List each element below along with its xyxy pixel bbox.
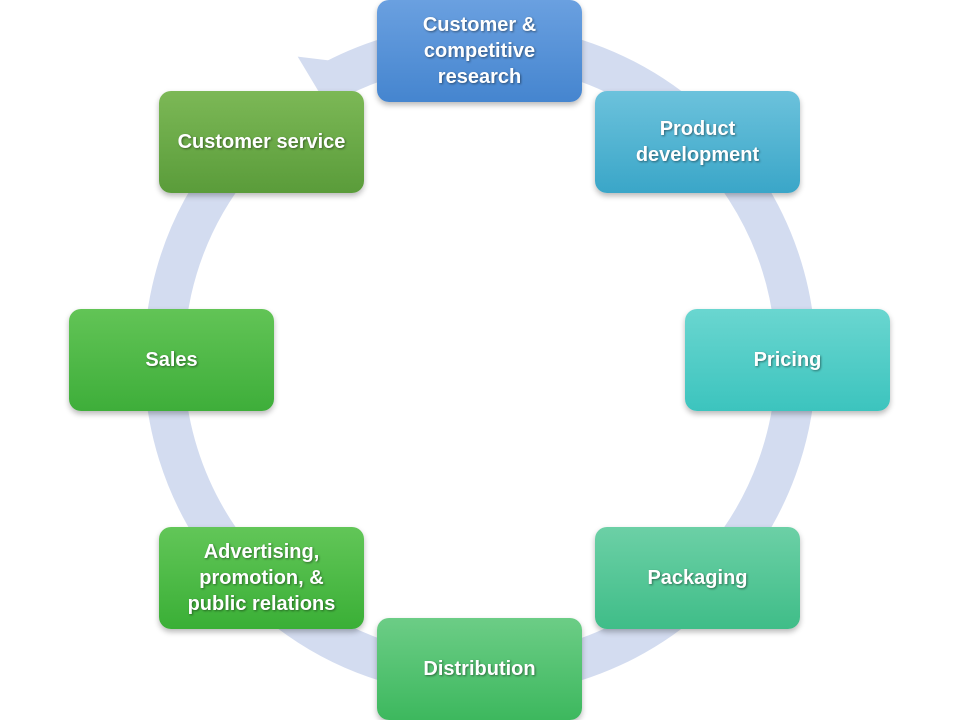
node-label: Customer & competitive research — [422, 14, 537, 88]
node-label: Customer service — [177, 131, 346, 153]
node-label: Distribution — [423, 658, 536, 680]
node-label: Product development — [635, 118, 760, 166]
node-distribution: Distribution — [377, 618, 582, 720]
node-packaging: Packaging — [595, 527, 800, 629]
node-pricing: Pricing — [685, 309, 890, 411]
node-product-development: Product development — [595, 91, 800, 193]
node-label: Sales — [145, 349, 198, 371]
node-customer-service: Customer service — [159, 91, 364, 193]
node-label: Advertising, promotion, & public relatio… — [187, 541, 336, 615]
node-label: Pricing — [753, 349, 822, 371]
node-customer-competitive-research: Customer & competitive research — [377, 0, 582, 102]
node-sales: Sales — [69, 309, 274, 411]
node-advertising-promotion-public-relations: Advertising, promotion, & public relatio… — [159, 527, 364, 629]
node-label: Packaging — [647, 567, 748, 589]
cycle-arrowhead-icon — [297, 56, 367, 122]
